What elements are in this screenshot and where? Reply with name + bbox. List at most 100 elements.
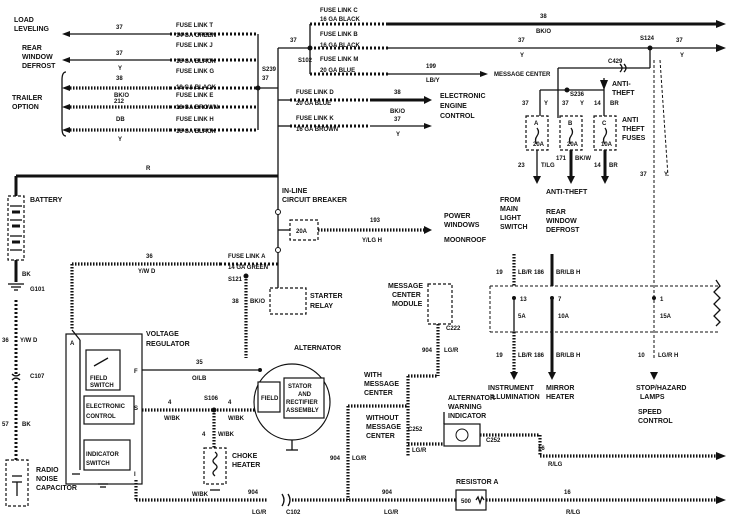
panel-break bbox=[713, 279, 721, 327]
wire-num: 4 bbox=[228, 400, 232, 406]
fuse-link-g-label: FUSE LINK G bbox=[176, 69, 214, 75]
wire-num: 37 bbox=[290, 38, 297, 44]
switch-contact bbox=[93, 357, 109, 367]
rear-window-label-3: DEFROST bbox=[22, 63, 56, 70]
wire-color: W/BK bbox=[218, 432, 235, 438]
wire-color: LG/R bbox=[384, 510, 399, 516]
arrow-down bbox=[600, 80, 608, 90]
dest-eec-2: ENGINE bbox=[440, 103, 467, 110]
dest-instrument-1: INSTRUMENT bbox=[488, 385, 535, 392]
wire-color: R bbox=[146, 166, 151, 172]
fuse-link-a-gauge: 14 GA GREEN bbox=[228, 265, 268, 271]
fuse-panel-outline bbox=[489, 285, 720, 333]
anti-theft-fuses-label-1: ANTI bbox=[622, 117, 638, 124]
bottom-wire-section: 904 LG/R C102 904 LG/R RESISTOR A 500 16… bbox=[134, 479, 726, 516]
wire-color: LB/Y bbox=[426, 78, 440, 84]
wire-num: 4 bbox=[168, 400, 172, 406]
dest-instrument-2: ILLUMINATION bbox=[490, 394, 540, 401]
arrow-right bbox=[716, 452, 726, 460]
wire-color: BK bbox=[22, 272, 31, 278]
junction bbox=[275, 209, 281, 215]
connector-c252-label: C252 bbox=[408, 427, 423, 433]
electronic-control-label-1: ELECTRONIC bbox=[86, 404, 126, 410]
terminal-i: I bbox=[134, 472, 136, 478]
indicator-switch bbox=[83, 439, 131, 471]
wire-num: 16 bbox=[538, 446, 545, 452]
wire-color: BR/LB H bbox=[556, 270, 580, 276]
connector-c429 bbox=[619, 63, 623, 73]
arrow-right bbox=[424, 96, 432, 104]
fuse-element bbox=[602, 127, 608, 145]
alt-warning-label-2: WARNING bbox=[448, 404, 482, 411]
wire-num: 171 bbox=[556, 156, 567, 162]
heater-element bbox=[212, 451, 218, 477]
arrow-right bbox=[424, 226, 432, 234]
regulator-title-2: REGULATOR bbox=[146, 341, 190, 348]
battery-label: BATTERY bbox=[30, 197, 63, 204]
wire-num: 199 bbox=[426, 64, 437, 70]
wire-num: 57 bbox=[2, 422, 9, 428]
junction bbox=[275, 247, 281, 253]
wire-num: 37 bbox=[116, 25, 123, 31]
dest-power-windows-2: WINDOWS bbox=[444, 222, 480, 229]
fuse-link-t-label: FUSE LINK T bbox=[176, 23, 213, 29]
stator-label-3: RECTIFIER bbox=[286, 400, 318, 406]
rear-window-label-2: WINDOW bbox=[22, 54, 53, 61]
fuse-amps: 15A bbox=[660, 314, 672, 320]
ohm-icon bbox=[475, 495, 485, 506]
wire-color: BK/O bbox=[390, 109, 405, 115]
breaker-label-1: IN-LINE bbox=[282, 188, 308, 195]
voltage-regulator-section: VOLTAGE REGULATOR A FIELD SWITCH F ELECT… bbox=[65, 329, 260, 498]
wire-color: W/BK bbox=[164, 416, 181, 422]
dest-moonroof: MOONROOF bbox=[444, 237, 487, 244]
connector-c107 bbox=[11, 377, 21, 381]
fuse-letter: B bbox=[568, 121, 573, 127]
wire-color: BK/O bbox=[114, 93, 129, 99]
with-msg-label-2: MESSAGE bbox=[364, 381, 399, 388]
wire-num: 186 bbox=[534, 353, 545, 359]
splice-s124-label: S124 bbox=[640, 36, 655, 42]
connector-c102 bbox=[281, 493, 285, 507]
wire-num: 19 bbox=[496, 353, 503, 359]
fuse-pin-num: 13 bbox=[520, 297, 527, 303]
wire-num: 904 bbox=[382, 490, 393, 496]
fuse-link-t-gauge: 14 GA GREEN bbox=[176, 33, 216, 39]
capacitor-label-3: CAPACITOR bbox=[36, 485, 77, 492]
capacitor-label-2: NOISE bbox=[36, 476, 58, 483]
fuse-amps: 5A bbox=[518, 314, 526, 320]
connector-c429-label: C429 bbox=[608, 59, 623, 65]
arrow-right bbox=[716, 20, 726, 28]
fuse-link-h-label: FUSE LINK H bbox=[176, 117, 214, 123]
rear-defrost-label-2: WINDOW bbox=[546, 218, 577, 225]
choke-heater bbox=[203, 447, 227, 485]
wire-num: 35 bbox=[196, 360, 203, 366]
dest-eec-3: CONTROL bbox=[440, 113, 475, 120]
fuse-link-d-label: FUSE LINK D bbox=[296, 90, 334, 96]
wire-num: 37 bbox=[394, 117, 401, 123]
wire-num: 36 bbox=[146, 254, 153, 260]
wire-color: LG/R bbox=[352, 456, 367, 462]
arrow-down bbox=[533, 176, 541, 184]
wire-color: BK bbox=[22, 422, 31, 428]
message-module-label-2: CENTER bbox=[392, 292, 421, 299]
fuse-link-e-label: FUSE LINK E bbox=[176, 93, 213, 99]
splice-s236-label: S236 bbox=[570, 92, 585, 98]
arrow-left-1 bbox=[62, 31, 70, 37]
terminal-f: F bbox=[134, 369, 138, 375]
wire-num: 4 bbox=[202, 432, 206, 438]
wire-color: Y bbox=[580, 101, 584, 107]
left-fuse-links: LOAD LEVELING REAR WINDOW DEFROST TRAILE… bbox=[12, 17, 278, 143]
dest-eec-1: ELECTRONIC bbox=[440, 93, 486, 100]
with-msg-label-1: WITH bbox=[364, 372, 382, 379]
wire-num: 37 bbox=[116, 51, 123, 57]
alt-terminal bbox=[258, 368, 262, 372]
wire-color: Y/W D bbox=[138, 269, 156, 275]
wire-color: W/BK bbox=[192, 492, 209, 498]
arrow-down bbox=[548, 372, 556, 380]
trailer-label-1: TRAILER bbox=[12, 95, 42, 102]
arrow-left-4 bbox=[62, 104, 70, 110]
breaker-label-2: CIRCUIT BREAKER bbox=[282, 197, 347, 204]
choke-label-2: HEATER bbox=[232, 462, 260, 469]
rear-defrost-label-1: REAR bbox=[546, 209, 566, 216]
starter-label-2: RELAY bbox=[310, 303, 333, 310]
